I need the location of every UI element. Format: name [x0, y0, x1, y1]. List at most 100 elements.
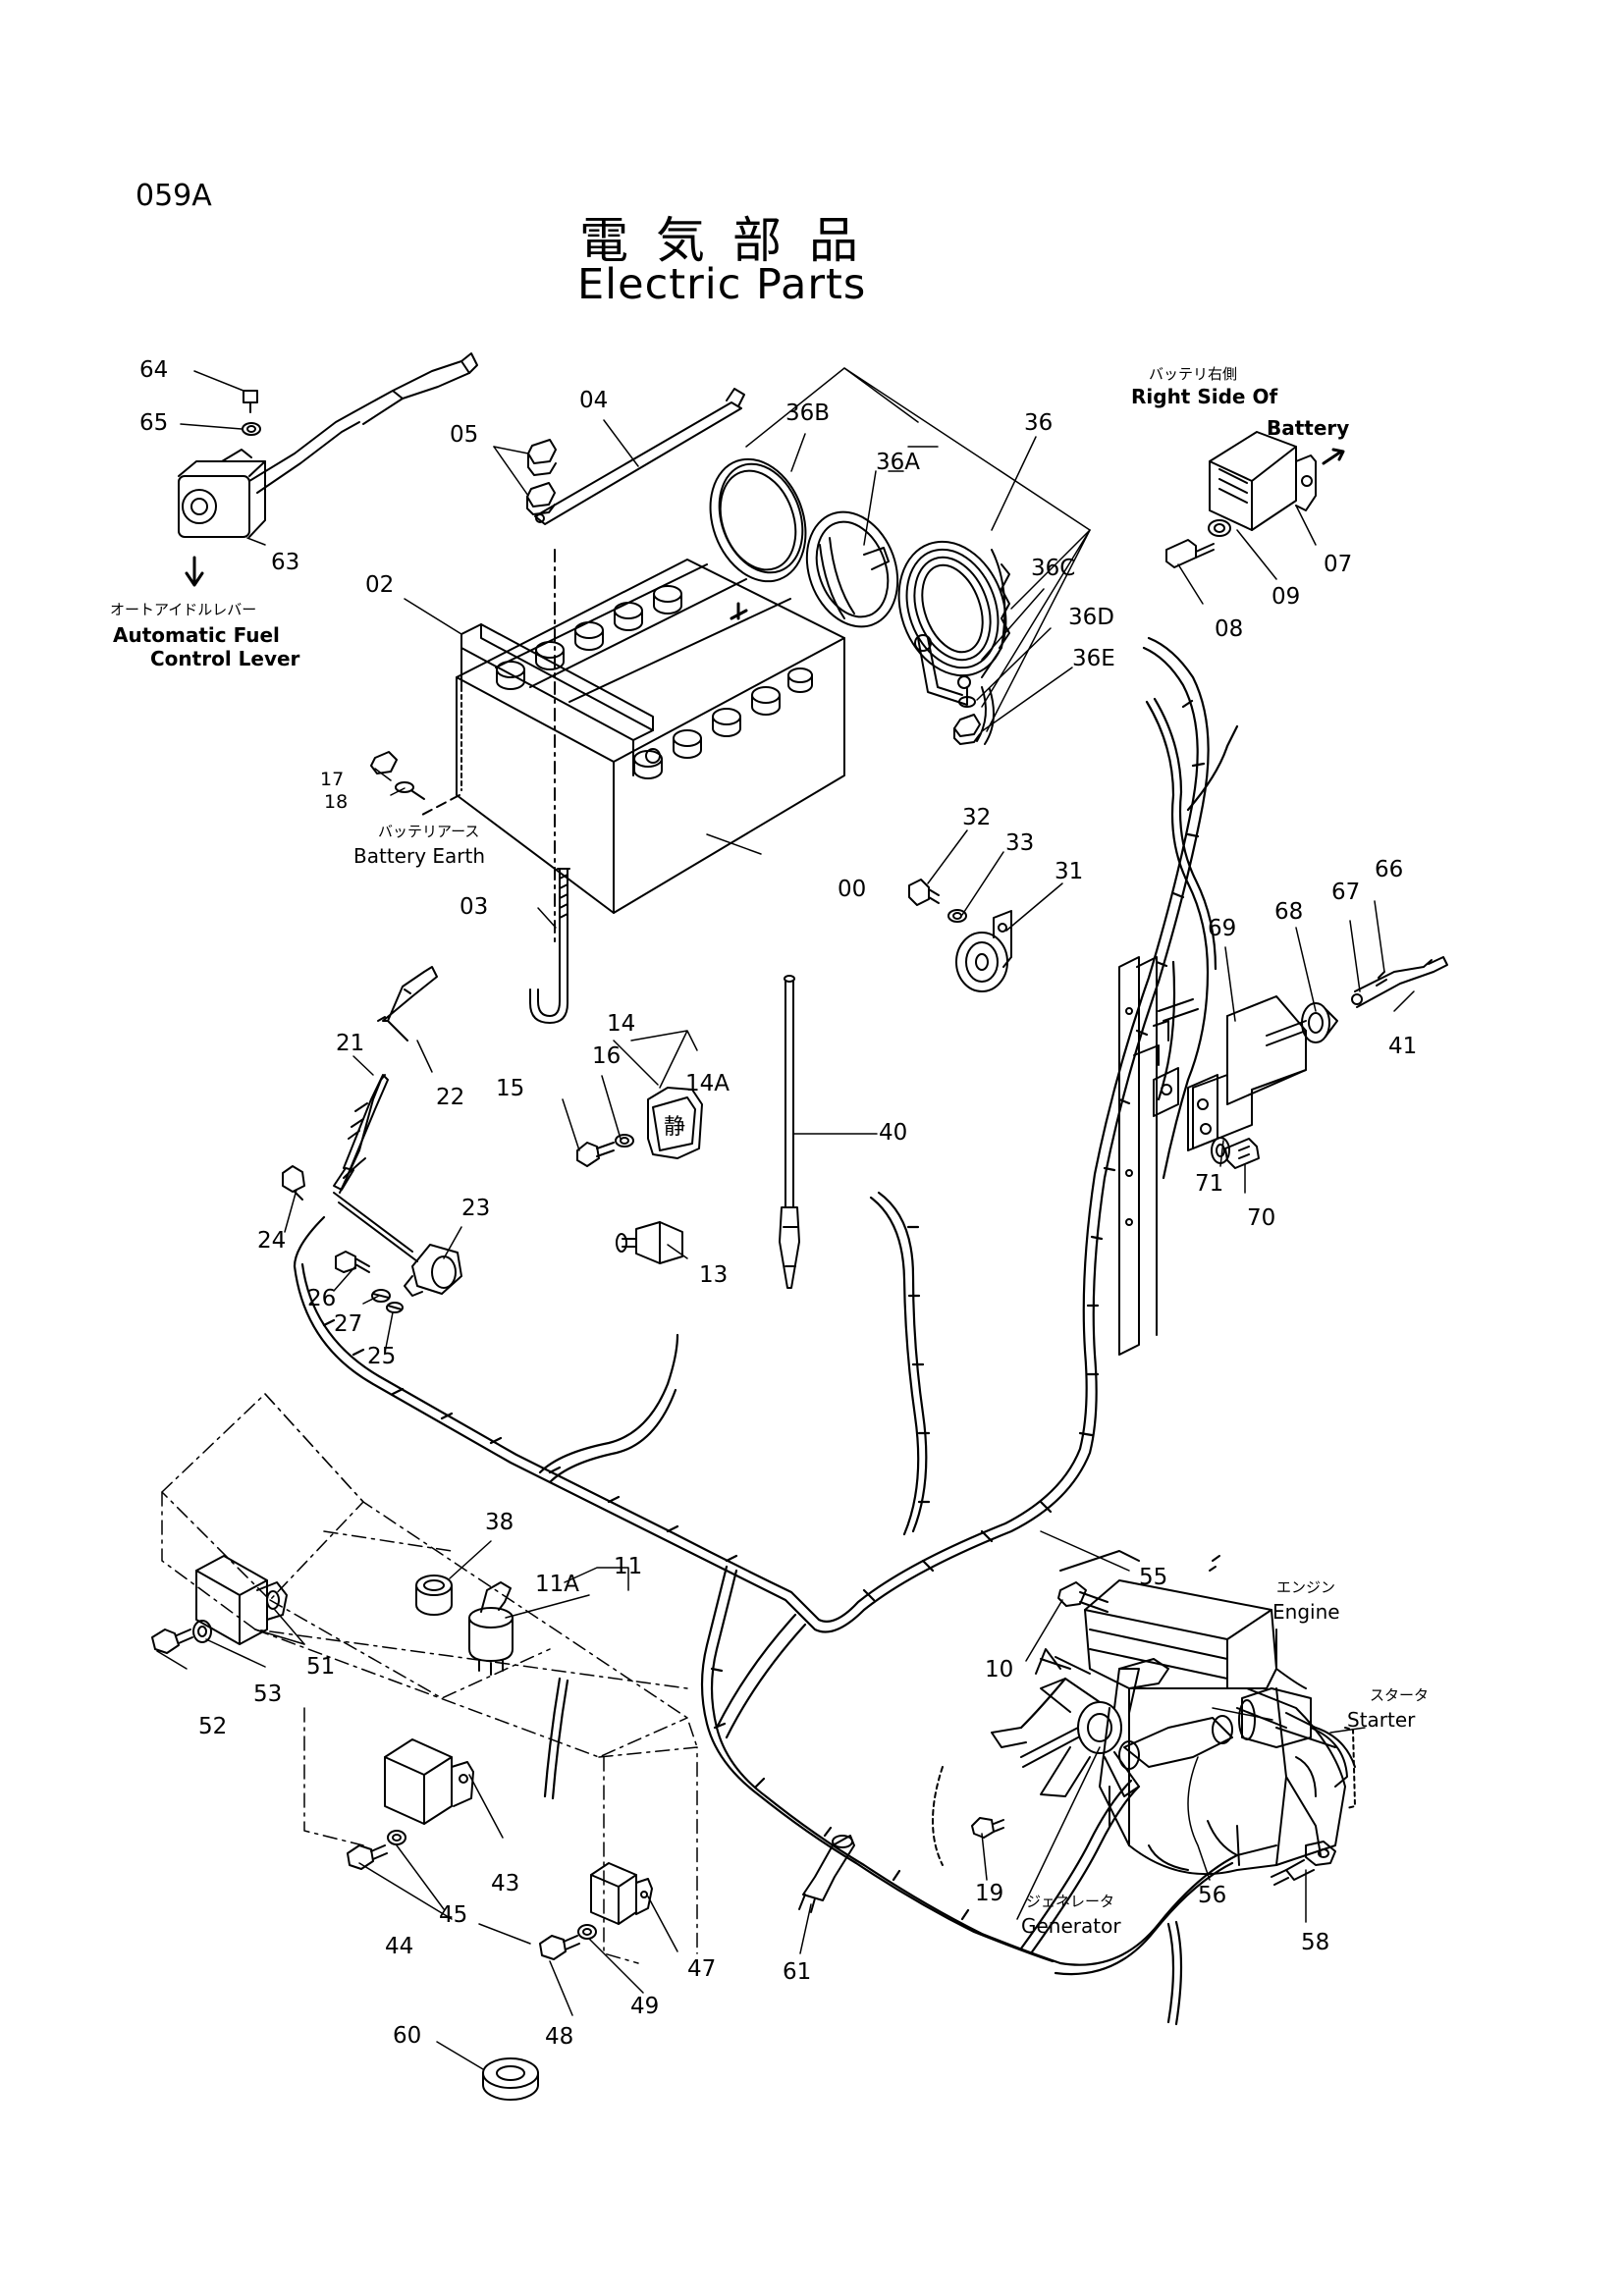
- page-code: 059A: [135, 179, 212, 213]
- relay-07: [1165, 431, 1345, 568]
- note-auto-fuel-en1: Automatic Fuel: [113, 623, 280, 647]
- callout-67: 67: [1331, 880, 1361, 905]
- fuel-control-sensor: [178, 352, 478, 587]
- lamp-leader-bracket: [745, 367, 1091, 732]
- note-engine-en: Engine: [1272, 1600, 1340, 1624]
- callout-05: 05: [450, 422, 479, 448]
- callout-15: 15: [496, 1076, 525, 1101]
- callout-60: 60: [393, 2023, 422, 2049]
- note-auto-fuel-en2: Control Lever: [150, 647, 300, 670]
- callout-27: 27: [334, 1311, 363, 1337]
- engine: [932, 1550, 1356, 1886]
- battery-earth: [370, 751, 425, 800]
- callout-44: 44: [385, 1934, 414, 1959]
- callout-69: 69: [1208, 916, 1237, 941]
- callout-38: 38: [485, 1510, 514, 1535]
- callout-00: 00: [838, 877, 867, 902]
- note-battery-earth-en: Battery Earth: [353, 844, 486, 868]
- callout-33: 33: [1005, 830, 1035, 856]
- switch-bracket: [630, 1030, 698, 1089]
- callout-03: 03: [460, 894, 489, 920]
- horn: [908, 879, 1012, 992]
- callout-36b: 36B: [785, 400, 831, 426]
- callout-26: 26: [307, 1286, 337, 1311]
- note-battery-earth-jp: バッテリアース: [378, 823, 480, 840]
- callout-36e: 36E: [1072, 646, 1115, 671]
- note-right-side-en: Right Side Of: [1131, 385, 1278, 408]
- callout-43: 43: [491, 1871, 520, 1896]
- battery: [421, 549, 845, 943]
- callout-41: 41: [1388, 1034, 1418, 1059]
- callout-36c: 36C: [1031, 556, 1076, 581]
- callout-17: 17: [320, 769, 345, 790]
- key-switch-bracket: [564, 1567, 629, 1591]
- callout-11a: 11A: [535, 1572, 580, 1597]
- note-engine-jp: エンジン: [1276, 1578, 1336, 1596]
- callout-24: 24: [257, 1228, 287, 1254]
- callout-63: 63: [271, 550, 300, 575]
- switch-panel: 静: [576, 1087, 703, 1264]
- leader-lines: [156, 370, 1415, 2070]
- battery-strap: [526, 388, 745, 525]
- hook-bolt: [529, 868, 570, 1024]
- relay-47: [539, 1862, 653, 1960]
- callout-31: 31: [1055, 859, 1084, 884]
- callout-51: 51: [306, 1654, 336, 1680]
- head-lamp: [709, 457, 1010, 745]
- callout-68: 68: [1274, 899, 1304, 925]
- callout-14a: 14A: [685, 1071, 730, 1096]
- note-right-side-jp: バッテリ右側: [1149, 365, 1238, 383]
- note-generator-en: Generator: [1021, 1914, 1121, 1938]
- callout-18: 18: [324, 791, 349, 813]
- note-generator-jp: ジェネレータ: [1026, 1893, 1115, 1910]
- callout-13: 13: [699, 1262, 729, 1288]
- cab-floor-outline: [161, 1393, 698, 1964]
- note-auto-fuel-jp: オートアイドルレバー: [110, 601, 257, 618]
- note-starter-jp: スタータ: [1370, 1686, 1430, 1704]
- callout-22: 22: [436, 1085, 465, 1110]
- callout-56: 56: [1198, 1883, 1227, 1908]
- callout-36: 36: [1024, 410, 1054, 436]
- svg-text:静: 静: [664, 1115, 685, 1140]
- key-switch: [415, 1575, 514, 1676]
- callout-45: 45: [439, 1902, 468, 1928]
- callout-09: 09: [1271, 584, 1301, 610]
- callout-48: 48: [545, 2024, 574, 2050]
- callout-61: 61: [783, 1959, 812, 1985]
- callout-21: 21: [336, 1031, 365, 1056]
- page-title-en: Electric Parts: [577, 260, 867, 309]
- note-starter-en: Starter: [1347, 1708, 1416, 1732]
- relay-43: [347, 1738, 474, 1870]
- callout-16: 16: [592, 1043, 622, 1069]
- callout-53: 53: [253, 1682, 283, 1707]
- callout-49: 49: [630, 1994, 660, 2019]
- solenoid-51: [151, 1555, 288, 1654]
- note-battery-en: Battery: [1267, 416, 1350, 440]
- callout-64: 64: [139, 357, 169, 383]
- callout-36a: 36A: [876, 450, 921, 475]
- callout-08: 08: [1215, 616, 1244, 642]
- callout-32: 32: [962, 805, 992, 830]
- connector-61: [798, 1835, 855, 1913]
- callout-65: 65: [139, 410, 169, 436]
- callout-25: 25: [367, 1344, 397, 1369]
- page-title-jp: 電気部品: [579, 212, 886, 269]
- callout-71: 71: [1195, 1171, 1224, 1197]
- callout-47: 47: [687, 1956, 717, 1982]
- callout-40: 40: [879, 1120, 908, 1146]
- callout-70: 70: [1247, 1205, 1276, 1231]
- callout-14: 14: [607, 1011, 636, 1037]
- callout-10: 10: [985, 1657, 1014, 1682]
- rear-bracket: [1118, 956, 1448, 1356]
- callout-19: 19: [975, 1881, 1004, 1906]
- callout-02: 02: [365, 572, 395, 598]
- callout-23: 23: [461, 1196, 491, 1221]
- callout-58: 58: [1301, 1930, 1330, 1955]
- callout-55: 55: [1139, 1565, 1168, 1590]
- callout-52: 52: [198, 1714, 228, 1739]
- grommet: [482, 2057, 539, 2101]
- callout-36d: 36D: [1068, 605, 1114, 630]
- callout-04: 04: [579, 388, 609, 413]
- wiring-harness: [293, 636, 1239, 2026]
